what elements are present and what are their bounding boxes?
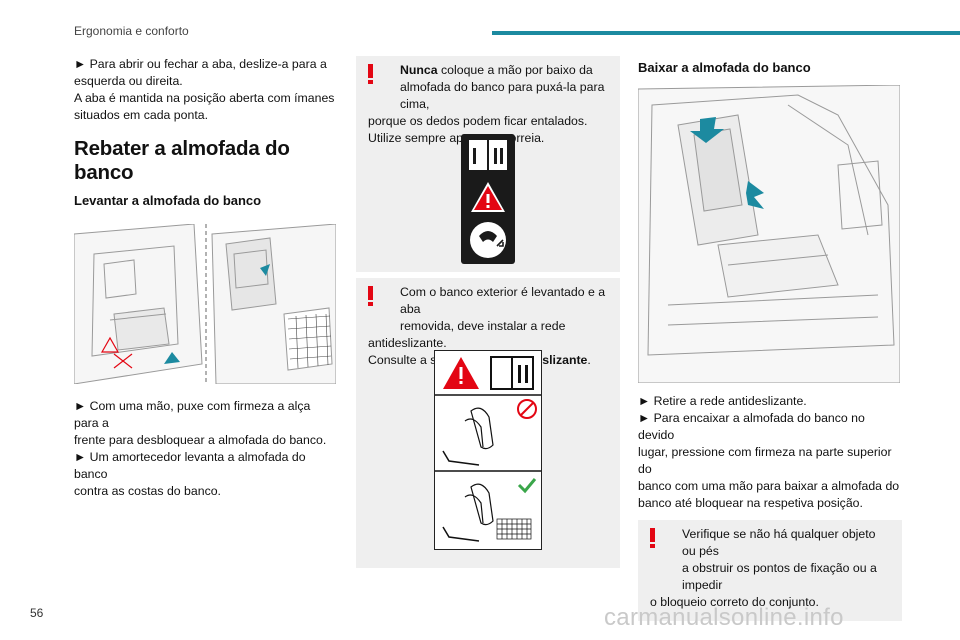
text-line: a obstruir os pontos de fixação ou a imp… [682, 561, 877, 592]
text-line: antideslizante. [368, 336, 447, 350]
section-heading: Rebater a almofada do banco [74, 137, 290, 184]
warning-box-hand: Nunca coloque a mão por baixo da almofad… [356, 56, 620, 272]
lower-instructions: ► Retire a rede antideslizante. ► Para e… [638, 393, 902, 512]
subheading-raise-cushion: Levantar a almofada do banco [74, 193, 262, 208]
warning-exclamation-icon [368, 64, 373, 84]
column-middle: Nunca coloque a mão por baixo da almofad… [356, 56, 620, 568]
text-line: A aba é mantida na posição aberta com ím… [74, 91, 335, 105]
warning-emphasis: Nunca [400, 63, 438, 77]
warning-box-obstruction: Verifique se não há qualquer objeto ou p… [638, 520, 902, 621]
text-line: lugar, pressione com firmeza na parte su… [638, 445, 892, 476]
net-pictogram-panel [434, 350, 542, 550]
warning-exclamation-icon [650, 528, 655, 548]
text-line: contra as costas do banco. [74, 484, 221, 498]
text-line: ► Para encaixar a almofada do banco no d… [638, 411, 865, 442]
text-line: Com o banco exterior é levantado e a aba [400, 285, 606, 316]
seat-raise-drawing [74, 224, 336, 384]
warning-exclamation-icon [368, 286, 373, 306]
text-line: frente para desbloquear a almofada do ba… [74, 433, 327, 447]
warning-box-net: Com o banco exterior é levantado e a aba… [356, 278, 620, 568]
text-line: o bloqueio correto do conjunto. [650, 595, 819, 609]
watermark: carmanualsonline.info [604, 604, 844, 631]
intro-paragraph: ► Para abrir ou fechar a aba, deslize-a … [74, 56, 336, 124]
text-line: banco com uma mão para baixar a almofada… [638, 479, 900, 493]
column-left: ► Para abrir ou fechar a aba, deslize-a … [74, 56, 336, 500]
header-accent-rule [492, 31, 960, 35]
manual-warning-hand-icon [469, 140, 507, 258]
text-line: almofada do banco para puxá-la para cima… [400, 80, 605, 111]
text-line: ► Retire a rede antideslizante. [638, 394, 807, 408]
text-line: ► Com uma mão, puxe com firmeza a alça p… [74, 399, 311, 430]
text-line: porque os dedos podem ficar entalados. [368, 114, 588, 128]
text-line: ► Um amortecedor levanta a almofada do b… [74, 450, 306, 481]
column-right: Baixar a almofada do banco ► Retire a re… [638, 56, 902, 621]
text-line: situados em cada ponta. [74, 108, 208, 122]
page-number: 56 [30, 606, 44, 620]
text-line: coloque a mão por baixo da [437, 63, 593, 77]
seat-lower-drawing [638, 85, 900, 383]
text-line: ► Para abrir ou fechar a aba, deslize-a … [74, 57, 327, 71]
net-required-diagram [435, 356, 541, 542]
text-line: banco até bloquear na respetiva posição. [638, 496, 863, 510]
text-line: Verifique se não há qualquer objeto ou p… [682, 527, 876, 558]
raise-instructions: ► Com uma mão, puxe com firmeza a alça p… [74, 398, 336, 500]
text-line: removida, deve instalar a rede [400, 319, 566, 333]
pictogram-panel [461, 134, 515, 264]
section-title: Ergonomia e conforto [74, 24, 189, 38]
subheading-lower-cushion: Baixar a almofada do banco [638, 60, 811, 75]
raise-cushion-illustration [74, 224, 336, 384]
text-line: . [587, 353, 591, 367]
text-line: esquerda ou direita. [74, 74, 183, 88]
lower-cushion-illustration [638, 85, 900, 383]
